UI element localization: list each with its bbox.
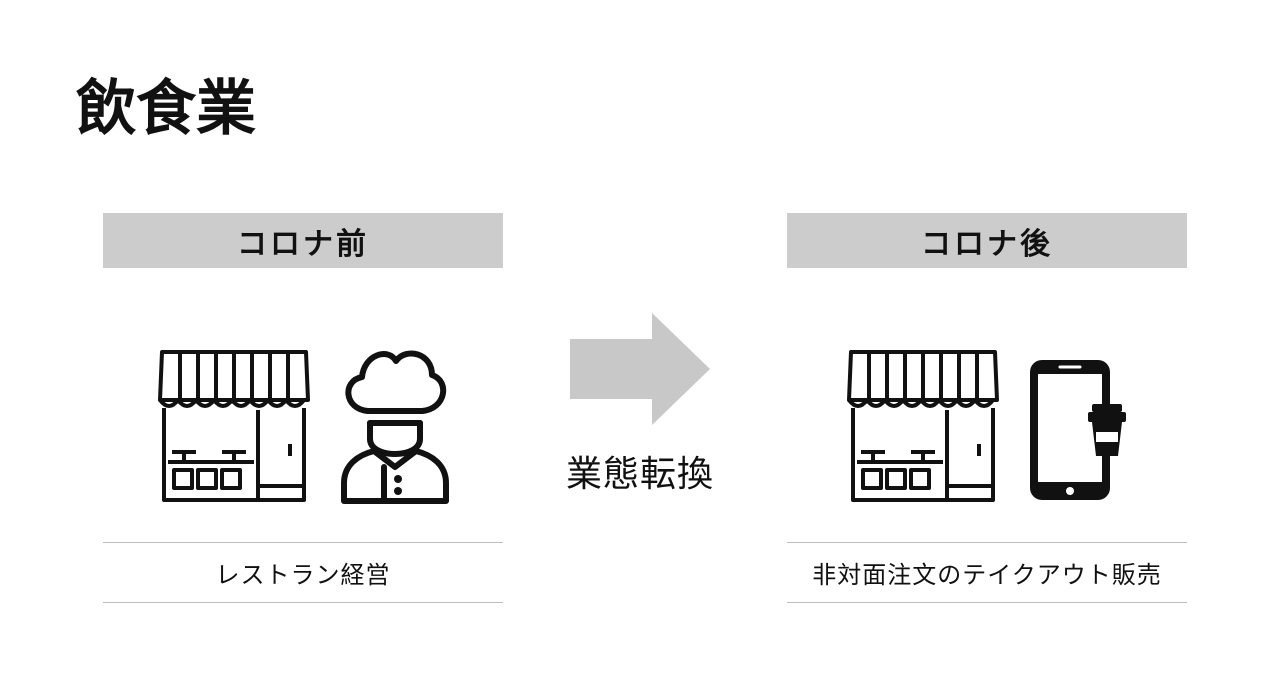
- page-title: 飲食業: [76, 74, 256, 144]
- right-arrow-icon: [570, 313, 710, 425]
- transition-label: 業態転換: [565, 454, 714, 495]
- after-caption: 非対面注文のテイクアウト販売: [787, 542, 1187, 603]
- storefront-icon: [158, 350, 310, 502]
- before-caption: レストラン経営: [103, 542, 503, 603]
- chef-icon: [341, 350, 449, 504]
- before-header: コロナ前: [103, 213, 503, 268]
- storefront-icon: [847, 350, 999, 502]
- after-header: コロナ後: [787, 213, 1187, 268]
- smartphone-takeout-coffee-icon: [1030, 360, 1126, 500]
